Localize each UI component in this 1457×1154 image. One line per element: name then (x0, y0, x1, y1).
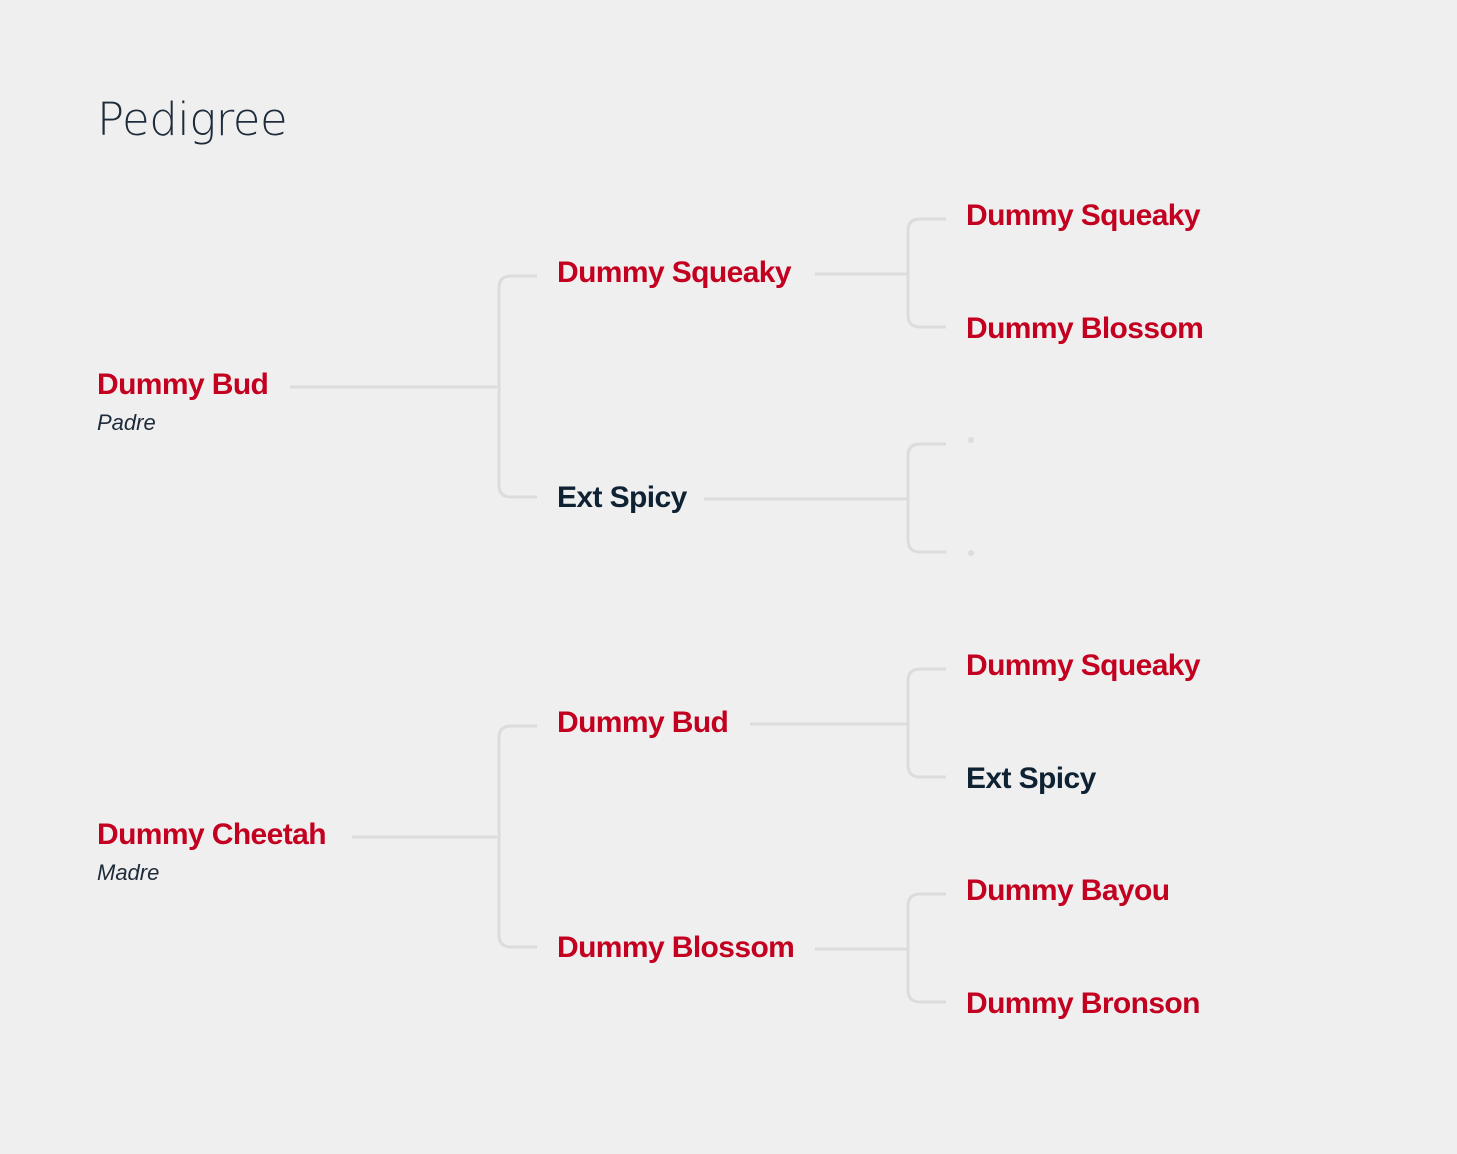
dam-dam-dam-link[interactable]: Dummy Bronson (966, 987, 1200, 1020)
dam-role-label: Madre (97, 860, 160, 885)
connector-dam-sire-to-parents (750, 667, 946, 779)
connector-dam-to-parents (352, 724, 537, 949)
dam-dam-link[interactable]: Dummy Blossom (557, 931, 795, 964)
empty-ancestor-dot (968, 550, 974, 556)
sire-link[interactable]: Dummy Bud (97, 368, 269, 401)
connector-dam-dam-to-parents (815, 892, 946, 1004)
empty-ancestor-dot (968, 437, 974, 443)
sire-dam-name: Ext Spicy (557, 481, 687, 514)
page-title: Pedigree (97, 93, 288, 146)
sire-role-label: Padre (97, 410, 156, 435)
dam-sire-dam-name: Ext Spicy (966, 762, 1096, 795)
dam-link[interactable]: Dummy Cheetah (97, 818, 327, 851)
connector-sire-dam-to-parents (704, 442, 946, 554)
dam-dam-sire-link[interactable]: Dummy Bayou (966, 874, 1170, 907)
dam-sire-sire-link[interactable]: Dummy Squeaky (966, 649, 1201, 682)
sire-sire-link[interactable]: Dummy Squeaky (557, 256, 792, 289)
sire-sire-sire-link[interactable]: Dummy Squeaky (966, 199, 1201, 232)
connector-sire-sire-to-parents (815, 217, 946, 329)
dam-sire-link[interactable]: Dummy Bud (557, 706, 729, 739)
sire-sire-dam-link[interactable]: Dummy Blossom (966, 312, 1204, 345)
connector-sire-to-parents (290, 274, 537, 499)
